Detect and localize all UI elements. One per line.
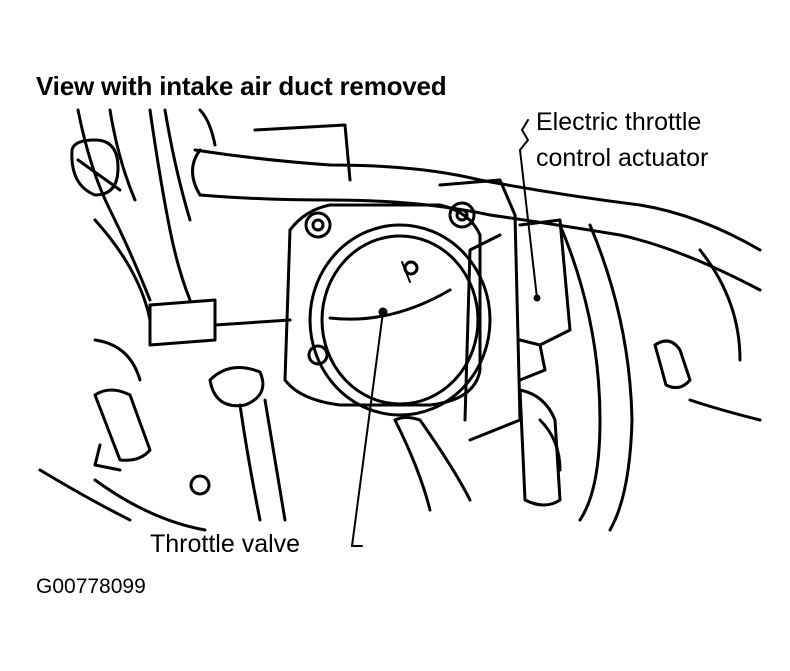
bolts xyxy=(189,201,476,496)
label-throttle-valve: Throttle valve xyxy=(150,530,301,558)
lower-right-parts xyxy=(518,223,762,532)
throttle-valve-leader xyxy=(351,311,384,547)
leader-lines xyxy=(351,119,538,547)
left-structure xyxy=(70,108,192,382)
lower-left-parts xyxy=(38,298,292,532)
label-control-actuator: control actuator xyxy=(536,144,709,172)
label-electric-throttle: Electric throttle xyxy=(536,108,702,136)
lower-center-hoses xyxy=(393,416,472,512)
actuator-leader xyxy=(519,119,538,299)
figure-id: G00778099 xyxy=(36,575,146,598)
upper-hose xyxy=(191,108,762,292)
throttle-body xyxy=(283,203,492,417)
diagram-title: View with intake air duct removed xyxy=(36,71,447,101)
